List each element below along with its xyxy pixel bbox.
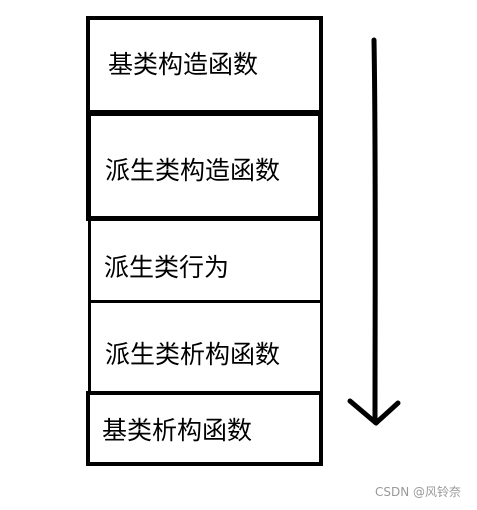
step-label-derived-destructor: 派生类析构函数 [105,340,281,369]
step-label-base-constructor: 基类构造函数 [108,50,259,79]
flow-down-arrow [347,37,401,426]
step-label-derived-constructor: 派生类构造函数 [105,156,281,185]
step-box-derived-constructor [86,111,323,221]
watermark: CSDN @风铃奈 [374,485,461,499]
step-label-derived-behavior: 派生类行为 [104,253,230,282]
step-label-base-destructor: 基类析构函数 [102,416,253,445]
step-box-derived-destructor [88,300,323,396]
step-box-base-destructor [86,391,323,466]
